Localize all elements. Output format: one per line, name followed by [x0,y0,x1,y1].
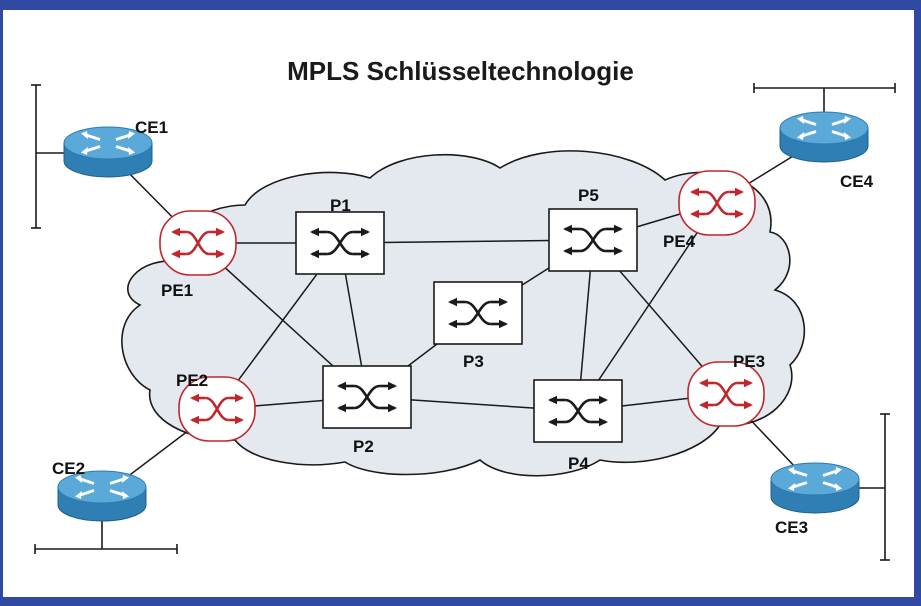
pe4-edge-router-icon [678,170,756,236]
ce1-lan-segment [31,84,65,229]
ce2-customer-router-icon [57,470,147,522]
ce4-label: CE4 [840,172,874,191]
ce1-label: CE1 [135,118,169,137]
p1-router-icon [295,211,385,275]
frame-left-border [0,0,3,606]
nodes-layer [57,111,869,522]
p3-label: P3 [463,352,484,371]
ce3-label: CE3 [775,518,809,537]
p1-label: P1 [330,196,351,215]
p4-router-icon [533,379,623,443]
frame-bottom-border [0,597,921,606]
ce2-label: CE2 [52,459,86,478]
frame-right-border [914,0,921,606]
frame-top-border [0,0,921,10]
pe3-edge-router-icon [687,361,765,427]
ce1-customer-router-icon [63,126,153,178]
pe2-label: PE2 [176,371,209,390]
pe1-label: PE1 [161,281,194,300]
diagram-title: MPLS Schlüsseltechnologie [287,56,634,86]
link-pe4-p4 [577,202,718,412]
pe4-label: PE4 [663,232,696,251]
p2-router-icon [322,365,412,429]
ce4-lan-segment [753,83,896,115]
ce3-lan-segment [858,413,890,561]
ce3-customer-router-icon [770,462,860,514]
p5-label: P5 [578,186,599,205]
pe2-edge-router-icon [178,376,256,442]
pe1-edge-router-icon [159,210,237,276]
p3-router-icon [433,281,523,345]
p5-router-icon [548,208,638,272]
p2-label: P2 [353,437,374,456]
p4-label: P4 [568,454,589,473]
ce4-customer-router-icon [779,111,869,163]
pe3-label: PE3 [733,352,766,371]
